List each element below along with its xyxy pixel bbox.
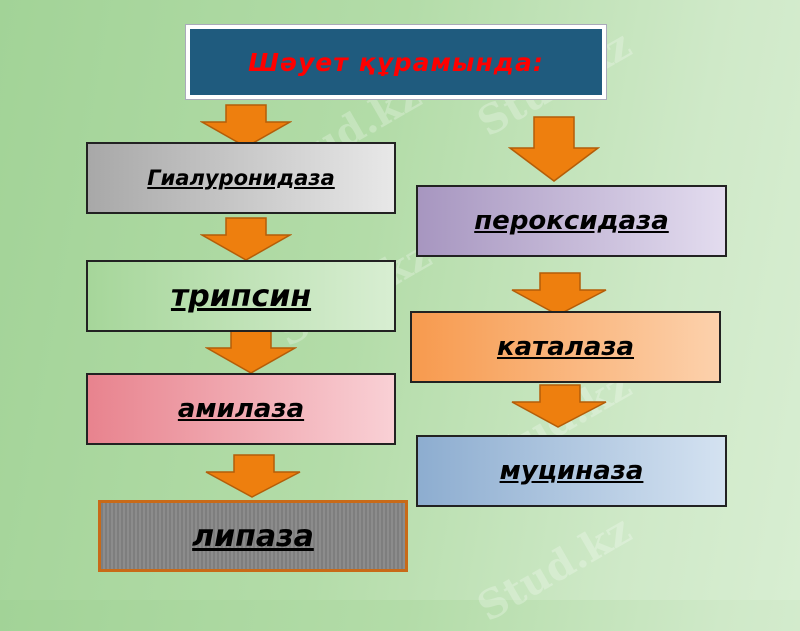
title-box: Шәует құрамында: xyxy=(185,24,607,100)
down-arrow-icon xyxy=(508,116,600,182)
down-arrow-icon xyxy=(511,384,607,428)
box-peroxidase: пероксидаза xyxy=(416,185,727,257)
box-amylase: амилаза xyxy=(86,373,396,445)
box-lipase: липаза xyxy=(98,500,408,572)
box-label: муциназа xyxy=(499,456,644,486)
diagram-title: Шәует құрамында: xyxy=(248,47,544,77)
box-label: каталаза xyxy=(496,332,635,362)
box-mucinase: муциназа xyxy=(416,435,727,507)
box-label: амилаза xyxy=(177,394,305,424)
box-label: пероксидаза xyxy=(474,206,669,236)
box-hyaluronidase: Гиалуронидаза xyxy=(86,142,396,214)
box-trypsin: трипсин xyxy=(86,260,396,332)
down-arrow-icon xyxy=(511,272,607,316)
watermark: Stud.kz xyxy=(469,505,640,631)
down-arrow-icon xyxy=(200,217,292,261)
down-arrow-icon xyxy=(205,454,301,498)
box-label: трипсин xyxy=(170,278,312,314)
down-arrow-icon xyxy=(200,104,292,148)
box-catalase: каталаза xyxy=(410,311,721,383)
down-arrow-icon xyxy=(205,330,297,374)
box-label: липаза xyxy=(192,518,314,554)
box-label: Гиалуронидаза xyxy=(147,166,335,190)
title-banner: Шәует құрамында: xyxy=(190,29,602,95)
